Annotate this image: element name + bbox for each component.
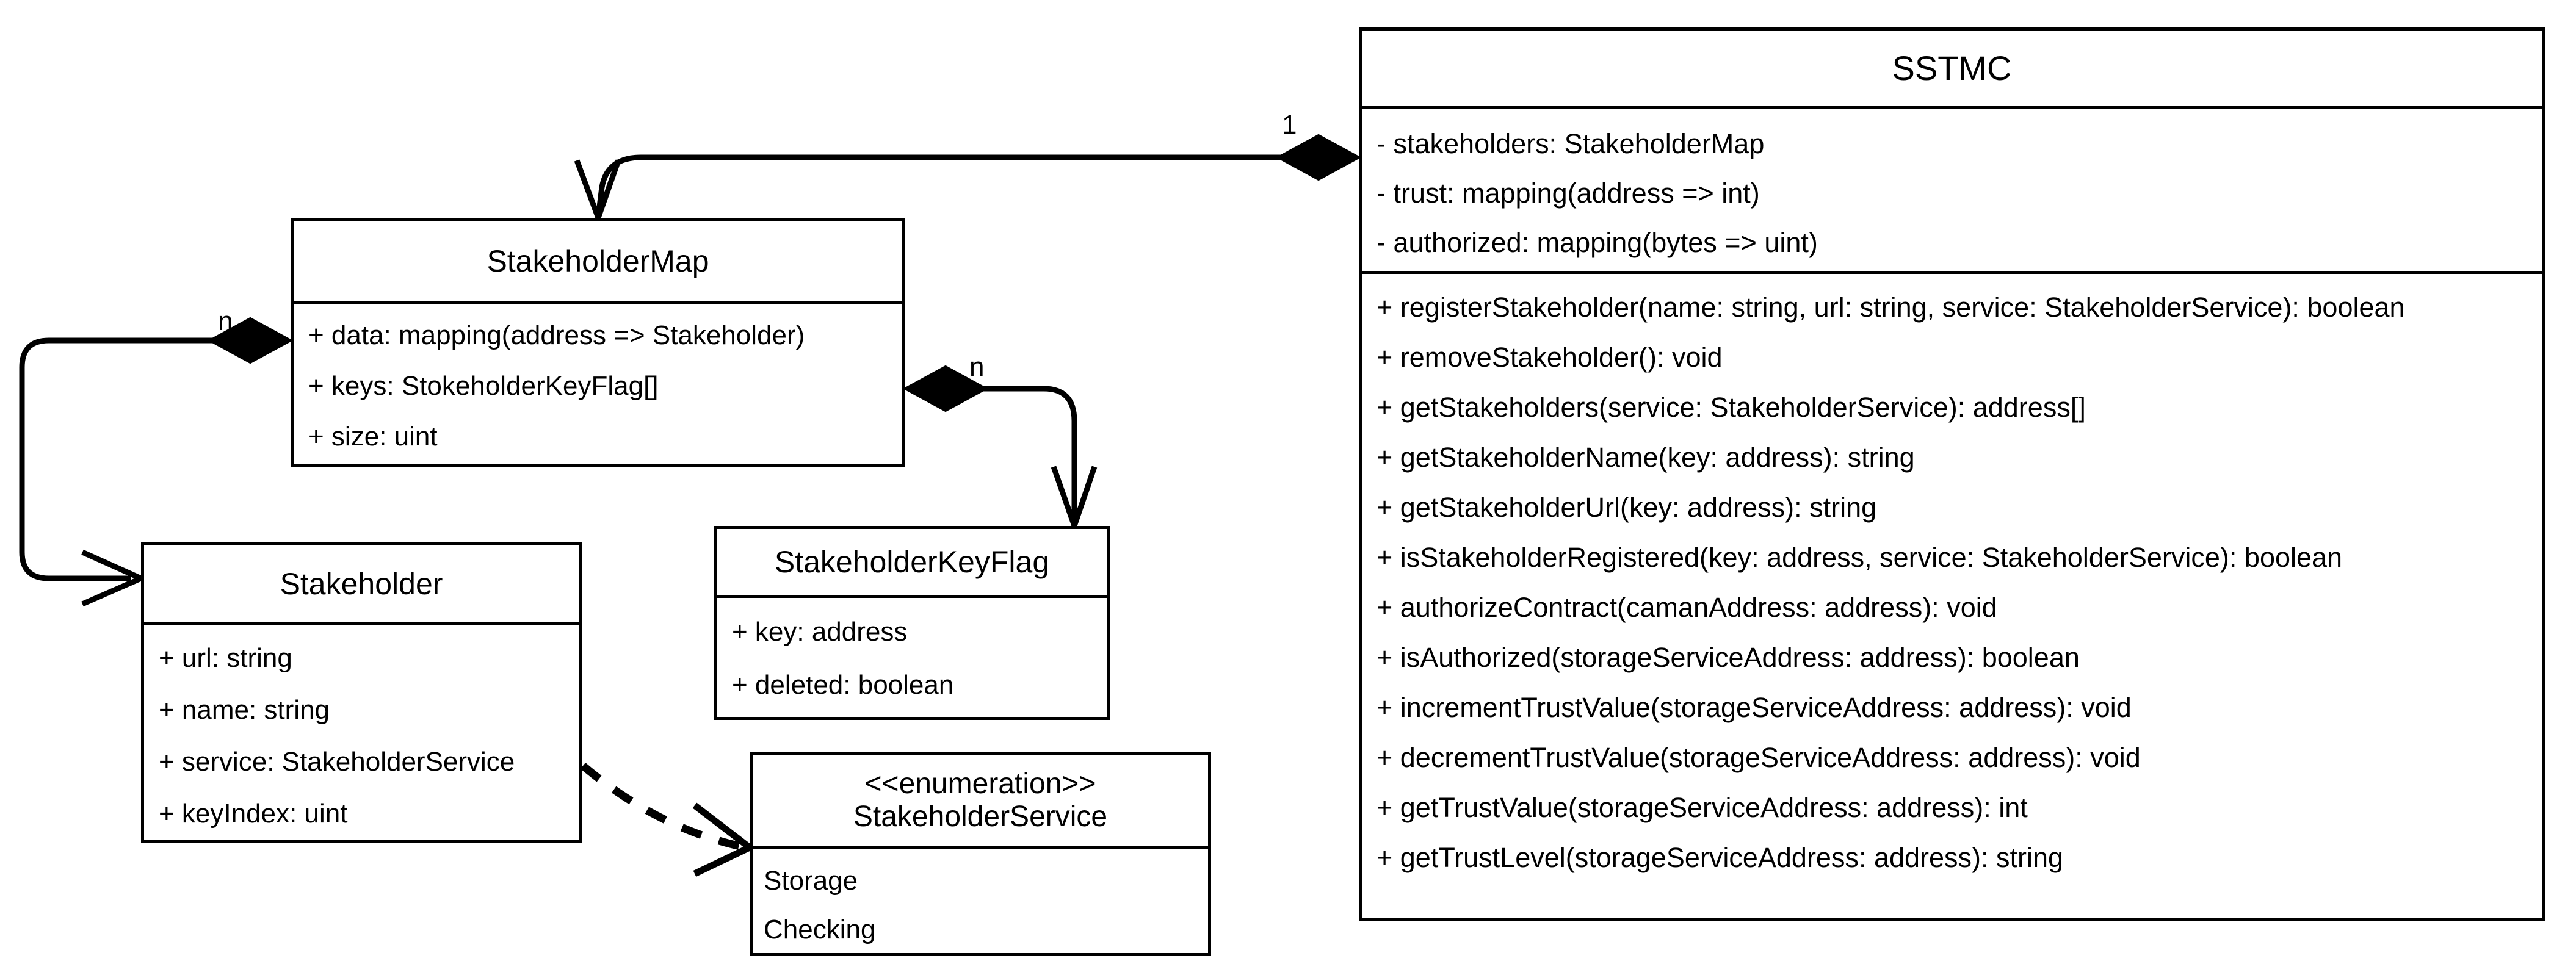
attribute-row: + url: string (159, 643, 292, 673)
attribute-row: + service: StakeholderService (159, 747, 515, 777)
enum-literal-row: Checking (764, 915, 876, 944)
attribute-compartment-stakeholder: + url: string + name: string + service: … (144, 625, 579, 840)
attribute-compartment-stakeholdermap: + data: mapping(address => Stakeholder) … (294, 304, 902, 462)
operation-row: + getStakeholders(service: StakeholderSe… (1377, 392, 2086, 423)
class-title-stakeholder: Stakeholder (280, 566, 443, 601)
class-box-stakeholderkeyflag[interactable]: StakeholderKeyFlag + key: address + dele… (714, 526, 1110, 720)
attribute-row: + size: uint (308, 422, 438, 452)
multiplicity-stakeholdermap-stakeholder: n (218, 306, 233, 336)
attribute-row: + name: string (159, 695, 330, 725)
multiplicity-sstmc-stakeholdermap: 1 (1282, 110, 1297, 140)
attribute-row: - authorized: mapping(bytes => uint) (1377, 227, 1818, 258)
operation-row: + getStakeholderName(key: address): stri… (1377, 442, 1915, 473)
class-title-sstmc: SSTMC (1892, 48, 2012, 87)
attribute-row: + deleted: boolean (732, 670, 954, 700)
edge-stakeholdermap-to-keyflag (902, 365, 1098, 534)
operation-row: + getStakeholderUrl(key: address): strin… (1377, 492, 1877, 523)
edge-stakeholder-to-enumeration (580, 763, 756, 877)
attribute-row: + key: address (732, 617, 908, 647)
operation-row: + isStakeholderRegistered(key: address, … (1377, 542, 2343, 573)
enumeration-title: StakeholderService (853, 801, 1108, 833)
multiplicity-stakeholdermap-keyflag: n (969, 352, 985, 382)
edge-sstmc-to-stakeholdermap (574, 134, 1362, 226)
class-box-stakeholder[interactable]: Stakeholder + url: string + name: string… (141, 542, 582, 843)
class-name-header-stakeholder: Stakeholder (144, 545, 579, 625)
composition-diamond-sstmc (1275, 134, 1362, 181)
operation-row: + getTrustLevel(storageServiceAddress: a… (1377, 842, 2064, 873)
operation-row: + isAuthorized(storageServiceAddress: ad… (1377, 642, 2080, 673)
operation-row: + decrementTrustValue(storageServiceAddr… (1377, 742, 2141, 773)
class-box-stakeholdermap[interactable]: StakeholderMap + data: mapping(address =… (291, 218, 905, 467)
enumeration-box-stakeholderservice[interactable]: <<enumeration>> StakeholderService Stora… (750, 752, 1211, 956)
enumeration-name-header: <<enumeration>> StakeholderService (753, 755, 1208, 849)
operation-row: + removeStakeholder(): void (1377, 342, 1723, 373)
attribute-row: + keys: StokeholderKeyFlag[] (308, 371, 659, 401)
class-name-header-stakeholdermap: StakeholderMap (294, 221, 902, 304)
operation-row: + registerStakeholder(name: string, url:… (1377, 292, 2405, 323)
operation-row: + getTrustValue(storageServiceAddress: a… (1377, 792, 2028, 823)
operation-row: + authorizeContract(camanAddress: addres… (1377, 592, 1997, 623)
class-name-header-sstmc: SSTMC (1362, 31, 2542, 109)
attribute-row: + data: mapping(address => Stakeholder) (308, 320, 805, 350)
literal-compartment-stakeholderservice: Storage Checking (753, 849, 1208, 954)
class-title-stakeholderkeyflag: StakeholderKeyFlag (774, 545, 1050, 579)
attribute-row: - trust: mapping(address => int) (1377, 178, 1760, 209)
class-name-header-stakeholderkeyflag: StakeholderKeyFlag (717, 529, 1107, 598)
attribute-row: - stakeholders: StakeholderMap (1377, 128, 1765, 159)
attribute-row: + keyIndex: uint (159, 799, 348, 829)
enum-literal-row: Storage (764, 866, 858, 896)
class-box-sstmc[interactable]: SSTMC - stakeholders: StakeholderMap - t… (1359, 27, 2545, 921)
class-title-stakeholdermap: StakeholderMap (487, 243, 709, 278)
enumeration-stereotype: <<enumeration>> (864, 768, 1096, 801)
operation-row: + incrementTrustValue(storageServiceAddr… (1377, 692, 2132, 723)
operation-compartment-sstmc: + registerStakeholder(name: string, url:… (1362, 271, 2542, 883)
attribute-compartment-sstmc: - stakeholders: StakeholderMap - trust: … (1362, 109, 2542, 271)
attribute-compartment-stakeholderkeyflag: + key: address + deleted: boolean (717, 598, 1107, 711)
